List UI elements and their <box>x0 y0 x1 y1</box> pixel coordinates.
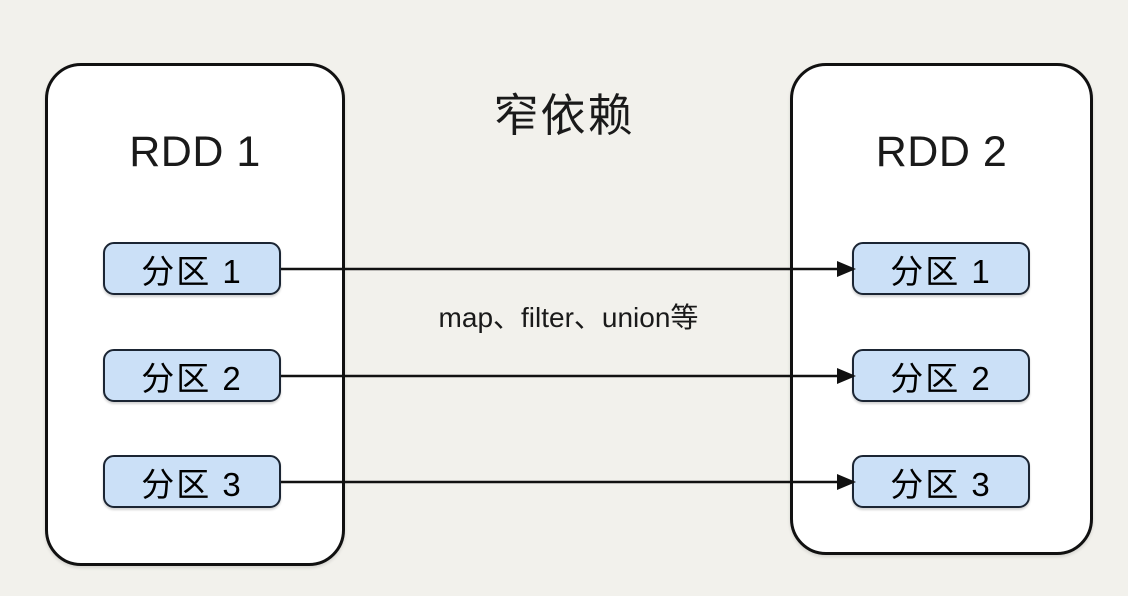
partition-rdd1-2[interactable]: 分区 2 <box>103 349 281 402</box>
rdd-title-1: RDD 1 <box>129 128 261 176</box>
dependency-arrow-2 <box>281 365 856 387</box>
diagram-title: 窄依赖 <box>493 90 635 141</box>
partition-rdd2-1[interactable]: 分区 1 <box>852 242 1030 295</box>
partition-rdd2-3[interactable]: 分区 3 <box>852 455 1030 508</box>
rdd-title-2: RDD 2 <box>875 128 1008 176</box>
partition-rdd1-3[interactable]: 分区 3 <box>103 455 281 508</box>
partition-rdd2-2[interactable]: 分区 2 <box>852 349 1030 402</box>
partition-rdd1-1[interactable]: 分区 1 <box>103 242 281 295</box>
dependency-arrow-3 <box>281 471 856 493</box>
dependency-arrow-1 <box>281 258 856 280</box>
transform-operations-label: map、filter、union等 <box>438 302 699 333</box>
